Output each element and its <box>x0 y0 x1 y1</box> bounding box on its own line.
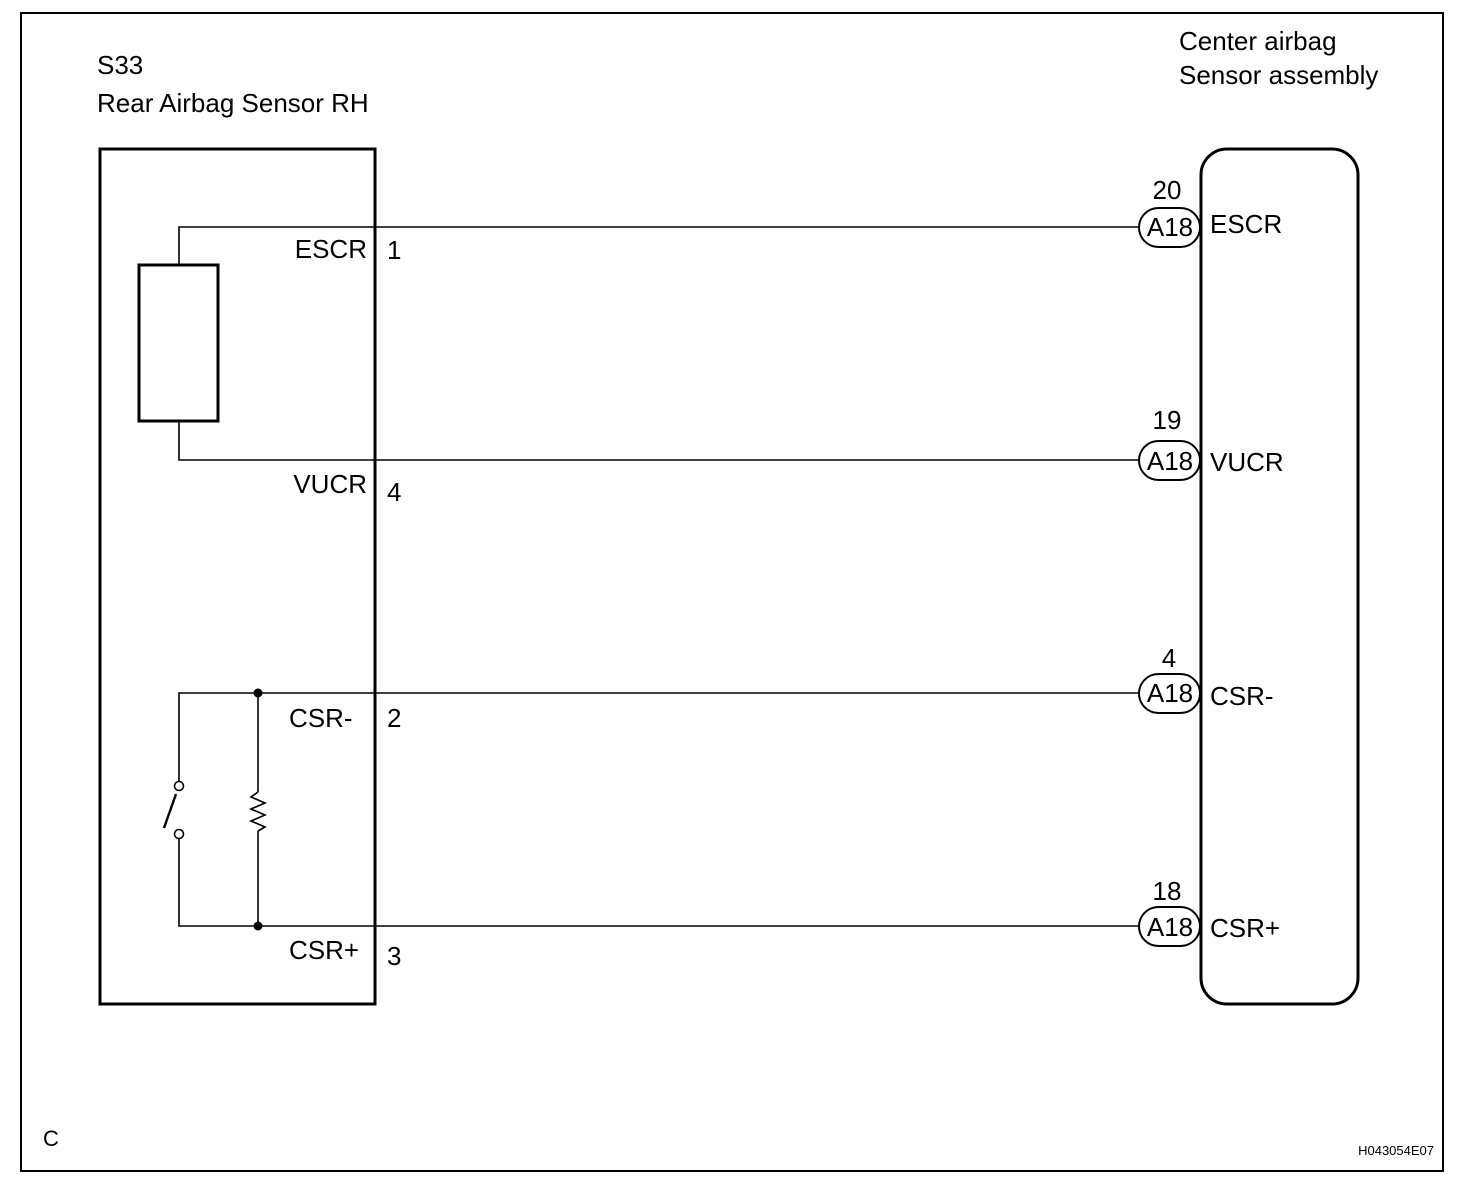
connector-a18-csr-plus-label: A18 <box>1147 912 1193 942</box>
left-pin-3: 3 <box>387 941 401 971</box>
center-airbag-sensor-box <box>1199 147 1360 1006</box>
corner-letter: C <box>43 1126 59 1151</box>
left-pin-4: 4 <box>387 477 401 507</box>
figure-code: H043054E07 <box>1358 1143 1434 1158</box>
connector-a18-escr <box>1138 207 1201 248</box>
left-signal-escr: ESCR <box>295 234 367 264</box>
connector-a18-vucr-label: A18 <box>1147 446 1193 476</box>
right-pin-20: 20 <box>1153 175 1182 205</box>
switch-contact-bottom <box>173 828 185 840</box>
sensor-element-block <box>137 263 220 423</box>
junction-dot-top <box>253 688 263 698</box>
rear-airbag-sensor-box <box>98 147 377 1006</box>
wire-vucr <box>178 421 1139 461</box>
connector-a18-vucr <box>1138 440 1201 481</box>
left-pin-2: 2 <box>387 703 401 733</box>
connector-a18-csr-minus <box>1138 673 1201 714</box>
switch-contact-top <box>173 780 185 792</box>
right-signal-csr-minus: CSR- <box>1210 681 1274 711</box>
right-pin-19: 19 <box>1153 405 1182 435</box>
connector-a18-escr-label: A18 <box>1147 212 1193 242</box>
left-signal-vucr: VUCR <box>293 469 367 499</box>
right-component-name-line2: Sensor assembly <box>1179 60 1378 90</box>
wire-csr-plus <box>178 834 1139 927</box>
left-signal-csr-plus: CSR+ <box>289 935 359 965</box>
wire-escr <box>178 226 1139 265</box>
left-signal-csr-minus: CSR- <box>289 703 353 733</box>
right-signal-escr: ESCR <box>1210 209 1282 239</box>
junction-dot-bottom <box>253 921 263 931</box>
left-component-code: S33 <box>97 50 143 80</box>
wire-csr-minus <box>178 692 1139 786</box>
right-component-name-line1: Center airbag <box>1179 26 1337 56</box>
switch-blade <box>162 793 178 829</box>
outer-frame <box>20 12 1444 1172</box>
right-pin-18: 18 <box>1153 876 1182 906</box>
right-signal-vucr: VUCR <box>1210 447 1284 477</box>
connector-a18-csr-minus-label: A18 <box>1147 678 1193 708</box>
left-pin-1: 1 <box>387 235 401 265</box>
left-component-name: Rear Airbag Sensor RH <box>97 88 369 118</box>
resistor-symbol <box>248 791 268 832</box>
connector-a18-csr-plus <box>1138 906 1201 947</box>
right-signal-csr-plus: CSR+ <box>1210 913 1280 943</box>
right-pin-4: 4 <box>1162 643 1176 673</box>
